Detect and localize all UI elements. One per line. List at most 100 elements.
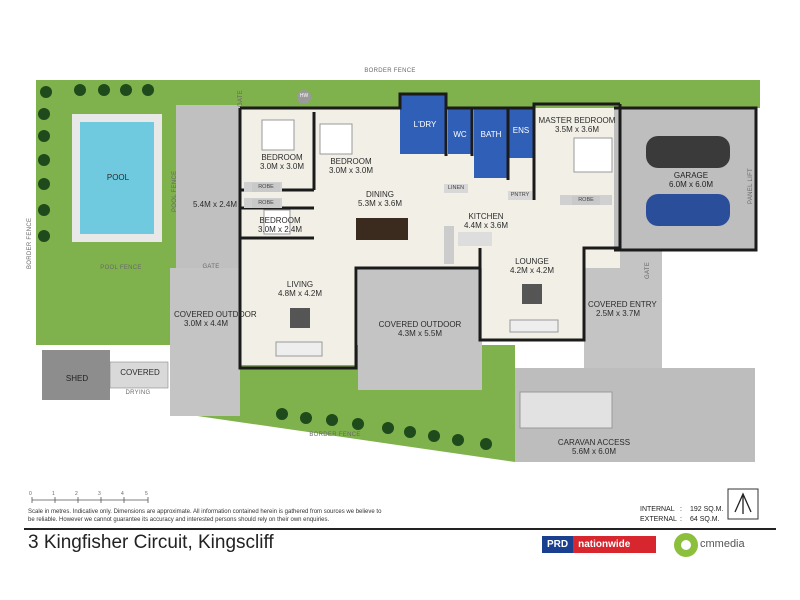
linen-label: LINEN — [444, 184, 468, 193]
bed-1 — [261, 119, 295, 151]
room-dim: 2.5M x 3.7M — [595, 309, 640, 319]
external-label: EXTERNAL — [640, 516, 677, 523]
paving-covered-left — [170, 268, 240, 416]
drying-label: DRYING — [125, 390, 151, 396]
scale-tick-2: 2 — [75, 491, 78, 497]
room-name: COVERED ENTRY — [588, 300, 657, 309]
room-dim: 4.2M x 4.2M — [509, 266, 554, 276]
border-fence-top: BORDER FENCE — [364, 68, 416, 74]
floor-laundry — [400, 94, 446, 154]
room-laundry: L'DRY — [413, 120, 437, 129]
floor-ens — [508, 108, 534, 158]
scale-tick-3: 3 — [98, 491, 101, 497]
room-dim: 5.6M x 6.0M — [571, 447, 616, 457]
room-name: CARAVAN ACCESS — [557, 438, 631, 447]
room-dim: 3.0M x 4.4M — [183, 319, 228, 329]
robe-label-master: ROBE — [572, 196, 600, 205]
kitchen-island — [458, 232, 492, 246]
scale-tick-4: 4 — [121, 491, 124, 497]
pantry-label: PNTRY — [508, 191, 532, 200]
internal-label: INTERNAL — [640, 506, 675, 513]
paving-entry — [584, 250, 662, 370]
dining-table — [356, 218, 408, 240]
border-fence-left: BORDER FENCE — [27, 217, 33, 269]
paving-covered-mid — [358, 268, 482, 390]
room-pool: POOL — [106, 173, 130, 182]
room-name: LOUNGE — [515, 257, 549, 266]
room-wc: WC — [453, 130, 467, 139]
pool-fence-bottom: POOL FENCE — [100, 265, 142, 271]
bed-3 — [263, 209, 291, 235]
palms — [38, 84, 492, 450]
room-name: BEDROOM — [259, 216, 301, 225]
scale-bar — [31, 497, 149, 503]
room-dim: 3.0M x 3.0M — [259, 162, 304, 172]
cm-media-wordmark: cmmedia — [700, 538, 745, 550]
room-name: COVERED OUTDOOR — [174, 310, 257, 319]
room-name: LIVING — [286, 280, 314, 289]
gate-label-top: GATE — [238, 89, 244, 107]
external-value: 64 SQ.M. — [690, 516, 720, 523]
panel-lift-label: PANEL LIFT — [748, 167, 754, 204]
property-address: 3 Kingfisher Circuit, Kingscliff — [28, 532, 274, 553]
paving-side — [176, 105, 242, 270]
scale-tick-1: 1 — [52, 491, 55, 497]
lounge-sofa — [509, 319, 559, 333]
shed-block — [42, 350, 110, 400]
scale-tick-0: 0 — [29, 491, 32, 497]
car-blue — [646, 194, 730, 226]
prd-logo-a: PRD — [542, 536, 574, 553]
border-fence-bottom: BORDER FENCE — [309, 432, 361, 438]
scale-tick-5: 5 — [145, 491, 148, 497]
living-rug — [290, 308, 310, 328]
gate-label-right: GATE — [645, 261, 651, 279]
room-name: COVERED OUTDOOR — [378, 320, 462, 329]
lounge-rug — [522, 284, 542, 304]
hw-unit — [297, 90, 311, 104]
room-dim: 3.0M x 2.4M — [257, 225, 302, 235]
pool-water — [80, 122, 154, 234]
prd-logo-b: nationwide — [573, 536, 656, 553]
hw-label: HW — [299, 93, 309, 99]
robe-label-2: ROBE — [252, 199, 280, 208]
room-dim: 4.3M x 5.5M — [397, 329, 442, 339]
footer-divider — [24, 528, 776, 530]
room-dim: 5.3M x 3.6M — [357, 199, 402, 209]
internal-value: 192 SQ.M. — [690, 506, 724, 513]
floor-bath — [474, 108, 508, 178]
robe-label-1: ROBE — [252, 183, 280, 192]
car-grey — [646, 136, 730, 168]
north-arrow-icon — [727, 488, 759, 520]
room-shed: SHED — [65, 374, 89, 383]
room-covered-small: COVERED — [120, 368, 160, 377]
covered-block — [109, 361, 169, 389]
caravan — [519, 391, 613, 429]
floor-garage — [614, 108, 756, 250]
room-dim: 4.8M x 4.2M — [277, 289, 322, 299]
room-bath: BATH — [480, 130, 502, 139]
room-dim: 3.0M x 3.0M — [328, 166, 373, 176]
floor-wc — [448, 108, 472, 154]
room-ens: ENS — [512, 126, 530, 135]
lawn-bottom-right — [480, 420, 515, 462]
living-sofa — [275, 341, 323, 357]
room-name: MASTER BEDROOM — [538, 116, 616, 125]
room-dim: 3.5M x 3.6M — [554, 125, 599, 135]
gate-label-left: GATE — [202, 264, 220, 270]
bed-master — [573, 137, 613, 173]
lawn-top-strip — [238, 80, 760, 108]
kitchen-bench — [444, 226, 454, 264]
